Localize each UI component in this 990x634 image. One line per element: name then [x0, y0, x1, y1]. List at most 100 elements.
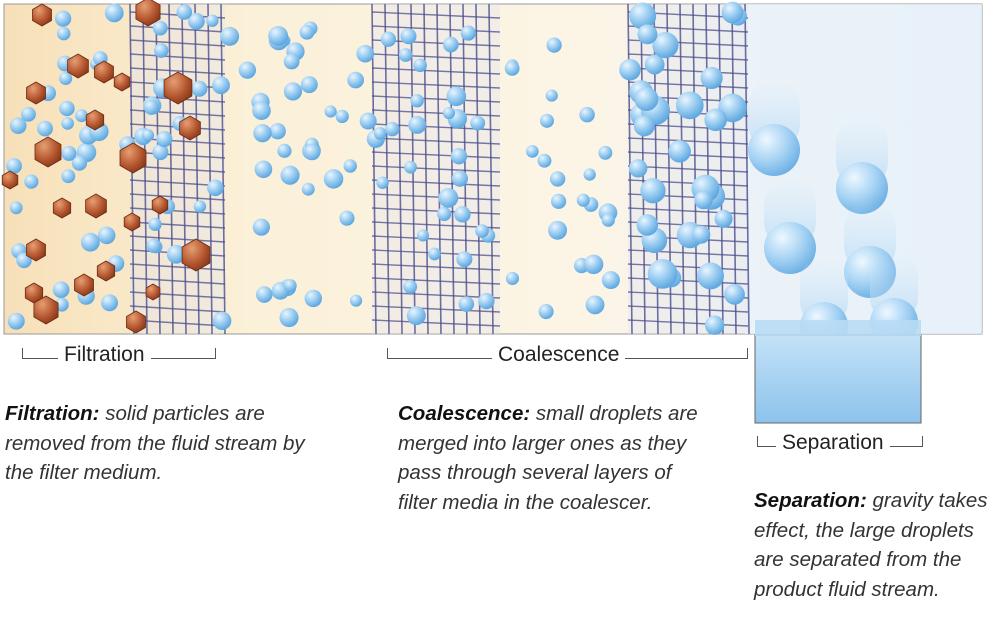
droplet-icon	[59, 101, 74, 116]
droplet-icon	[439, 188, 459, 208]
droplet-icon	[404, 161, 417, 174]
droplet-icon	[213, 312, 232, 331]
droplet-icon	[634, 87, 658, 111]
separation-label: Separation	[776, 431, 890, 455]
droplet-icon	[255, 160, 273, 178]
droplet-icon	[81, 233, 100, 252]
droplet-icon	[408, 116, 426, 134]
droplet-icon	[142, 129, 154, 141]
droplet-icon	[417, 229, 429, 241]
droplet-icon	[629, 159, 647, 177]
droplet-icon	[239, 61, 256, 78]
filter-mesh	[130, 4, 225, 334]
droplet-icon	[146, 239, 160, 253]
droplet-icon	[478, 293, 494, 309]
collection-pool	[755, 335, 921, 423]
droplet-icon	[360, 113, 377, 130]
droplet-icon	[470, 116, 485, 131]
droplet-icon	[98, 227, 116, 245]
droplet-icon	[207, 180, 224, 197]
droplet-icon	[344, 159, 357, 172]
droplet-icon	[8, 313, 25, 330]
droplet-icon	[539, 304, 554, 319]
filtration-description: Filtration: solid particles are removed …	[5, 399, 325, 488]
droplet-icon	[350, 295, 362, 307]
droplet-icon	[602, 214, 615, 227]
droplet-icon	[704, 108, 727, 131]
particle-icon	[152, 196, 168, 214]
droplet-icon	[252, 101, 271, 120]
droplet-icon	[277, 144, 291, 158]
droplet-icon	[454, 206, 470, 222]
droplet-icon	[634, 115, 655, 136]
droplet-icon	[156, 131, 172, 147]
droplet-icon	[640, 178, 665, 203]
droplet-icon	[300, 25, 315, 40]
droplet-icon	[284, 82, 302, 100]
droplet-icon	[10, 201, 23, 214]
particle-icon	[114, 73, 130, 91]
droplet-icon	[475, 224, 489, 238]
droplet-icon	[374, 127, 387, 140]
droplet-icon	[403, 280, 417, 294]
droplet-icon	[105, 4, 124, 23]
droplet-icon	[284, 54, 300, 70]
droplet-icon	[385, 122, 399, 136]
droplet-icon	[577, 194, 590, 207]
droplet-icon	[579, 107, 595, 123]
droplet-icon	[701, 67, 723, 89]
droplet-icon	[153, 21, 168, 36]
droplet-icon	[619, 59, 641, 81]
droplet-icon	[526, 145, 539, 158]
droplet-icon	[705, 316, 724, 335]
droplet-icon	[692, 226, 710, 244]
droplet-icon	[194, 200, 207, 213]
droplet-icon	[637, 24, 657, 44]
droplet-icon	[10, 117, 27, 134]
droplet-icon	[376, 177, 388, 189]
coalescence-term: Coalescence:	[398, 402, 530, 425]
droplet-icon	[61, 169, 75, 183]
droplet-icon	[437, 207, 451, 221]
droplet-icon	[629, 3, 656, 30]
droplet-icon	[506, 272, 519, 285]
droplet-icon	[270, 123, 286, 139]
filter-mesh	[372, 4, 500, 334]
droplet-icon	[456, 251, 472, 267]
droplet-icon	[356, 45, 374, 63]
droplet-icon	[253, 219, 270, 236]
droplet-icon	[24, 175, 38, 189]
droplet-icon	[154, 43, 169, 58]
particle-icon	[146, 284, 160, 300]
droplet-icon	[648, 259, 678, 289]
droplet-icon	[339, 211, 354, 226]
droplet-icon	[347, 72, 364, 89]
droplet-icon	[722, 2, 744, 24]
droplet-icon	[55, 10, 71, 26]
droplet-icon	[598, 146, 612, 160]
separation-description: Separation: gravity takes effect, the la…	[754, 486, 990, 604]
droplet-icon	[584, 168, 596, 180]
droplet-icon	[302, 183, 315, 196]
droplet-icon	[37, 121, 53, 137]
droplet-icon	[694, 191, 713, 210]
droplet-icon	[546, 89, 558, 101]
droplet-icon	[101, 294, 118, 311]
droplet-icon	[256, 286, 273, 303]
droplet-icon	[191, 81, 207, 97]
droplet-icon	[324, 169, 344, 189]
large-droplet-icon	[836, 118, 888, 214]
droplet-icon	[336, 110, 349, 123]
droplet-icon	[586, 295, 605, 314]
droplet-icon	[304, 144, 320, 160]
droplet-icon	[206, 14, 218, 26]
droplet-icon	[461, 25, 476, 40]
large-droplet-icon	[748, 80, 800, 176]
droplet-icon	[325, 105, 337, 117]
droplet-icon	[212, 76, 230, 94]
coalescence-label: Coalescence	[492, 343, 625, 367]
droplet-icon	[443, 37, 459, 53]
droplet-icon	[268, 26, 288, 46]
droplet-icon	[176, 4, 192, 20]
droplet-icon	[280, 166, 299, 185]
